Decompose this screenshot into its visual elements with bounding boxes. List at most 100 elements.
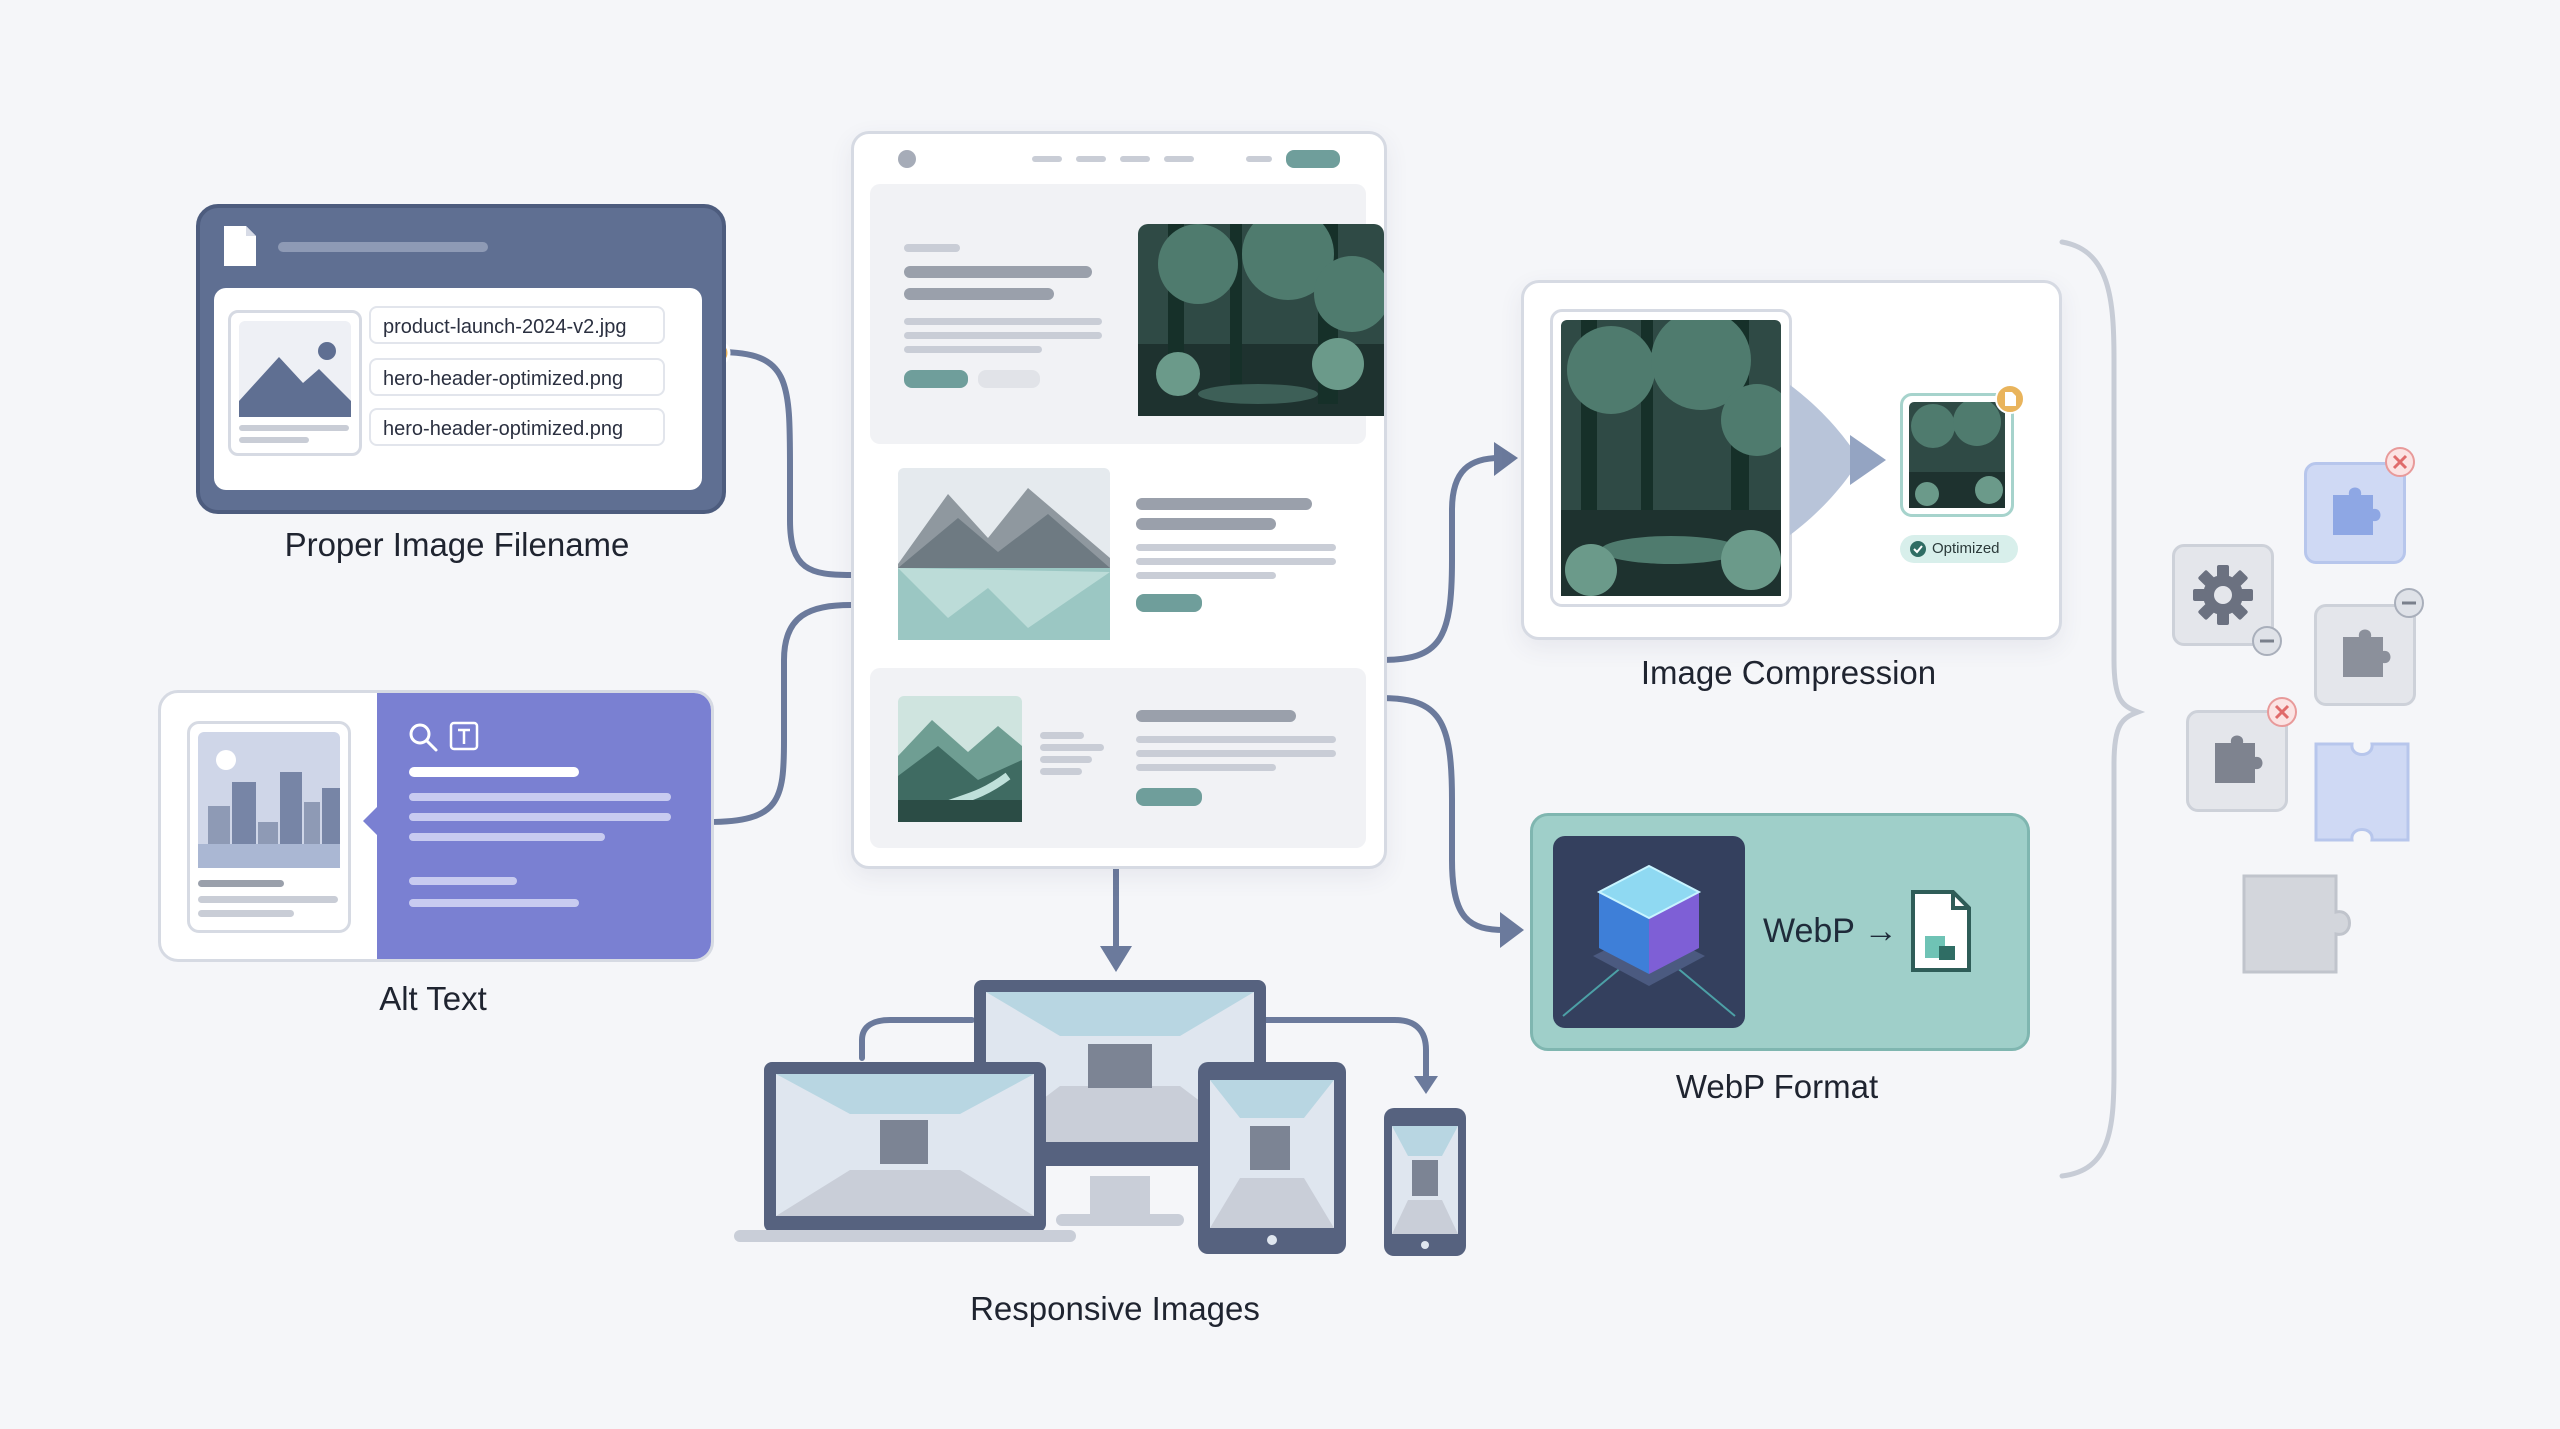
text-placeholder: [1136, 572, 1276, 579]
tablet-icon: [1198, 1062, 1346, 1254]
text-placeholder: [198, 880, 284, 887]
optimized-badge: Optimized: [1900, 535, 2018, 563]
forest-image: [1138, 224, 1384, 416]
file-image-icon: [1911, 890, 1971, 972]
check-circle-icon: [1910, 541, 1926, 557]
minus-badge-icon: [2394, 588, 2424, 618]
filename-caption: Proper Image Filename: [284, 526, 630, 563]
filename-chip: hero-header-optimized.png: [369, 358, 665, 396]
compression-card: Optimized: [1521, 280, 2062, 640]
phone-icon: [1384, 1108, 1466, 1256]
image-thumbnail: [228, 310, 362, 456]
responsive-caption: Responsive Images: [970, 1290, 1260, 1327]
forest-image-small: [1909, 402, 2005, 508]
minus-badge-icon: [2252, 626, 2282, 656]
text-placeholder: [198, 896, 338, 903]
remove-badge-icon: [2385, 447, 2415, 477]
nav-button: [1286, 150, 1340, 168]
content-section: [870, 668, 1366, 848]
heading-placeholder: [1136, 498, 1312, 510]
original-image-frame: [1550, 309, 1792, 607]
filename-card: product-launch-2024-v2.jpg hero-header-o…: [196, 204, 726, 514]
secondary-button: [978, 370, 1040, 388]
text-placeholder: [1040, 732, 1084, 739]
mountain-image: [898, 468, 1110, 640]
puzzle-piece-blue-icon: [2314, 742, 2410, 842]
heading-placeholder: [904, 288, 1054, 300]
text-placeholder: [409, 833, 605, 841]
text-placeholder: [198, 910, 294, 917]
document-icon: [224, 226, 256, 266]
city-image-icon: [198, 732, 340, 868]
puzzle-icon: [2215, 735, 2263, 783]
text-placeholder: [1136, 764, 1276, 771]
nav-placeholder: [1246, 156, 1272, 162]
heading-placeholder: [904, 266, 1092, 278]
nav-placeholder: [1076, 156, 1106, 162]
text-placeholder: [409, 877, 517, 885]
text-placeholder: [904, 346, 1042, 353]
title-bar-placeholder: [278, 242, 488, 252]
webp-caption: WebP Format: [1675, 1068, 1879, 1105]
hero-section: [870, 184, 1384, 444]
filename-chip: product-launch-2024-v2.jpg: [369, 306, 665, 344]
text-placeholder: [1040, 756, 1092, 763]
image-icon: [239, 321, 351, 417]
text-placeholder: [904, 244, 960, 252]
nav-placeholder: [1120, 156, 1150, 162]
text-placeholder: [409, 899, 579, 907]
text-placeholder: [1136, 736, 1336, 743]
plugin-icons: [2160, 440, 2440, 1000]
webp-label: WebP →: [1763, 912, 1898, 950]
file-badge-icon: [1995, 384, 2025, 414]
pointer-notch: [363, 805, 379, 837]
text-placeholder: [1136, 750, 1336, 757]
cta-button: [904, 370, 968, 388]
laptop-icon: [734, 1062, 1076, 1242]
nav-placeholder: [1032, 156, 1062, 162]
heading-placeholder: [1136, 710, 1296, 722]
caption-placeholder: [239, 437, 309, 443]
remove-badge-icon: [2267, 697, 2297, 727]
responsive-devices: [730, 976, 1470, 1276]
cta-button: [1136, 594, 1202, 612]
window-dot: [898, 150, 916, 168]
valley-image: [898, 696, 1022, 822]
puzzle-tile-blue: [2304, 462, 2406, 564]
cta-button: [1136, 788, 1202, 806]
alt-text-caption: Alt Text: [379, 980, 487, 1017]
gear-icon: [2193, 565, 2253, 625]
forest-image-large: [1561, 320, 1781, 596]
text-placeholder: [1040, 744, 1104, 751]
text-placeholder: [409, 793, 671, 801]
text-placeholder: [904, 332, 1102, 339]
webp-card: WebP →: [1530, 813, 2030, 1051]
search-icon: [409, 723, 438, 752]
puzzle-tile-grey: [2314, 604, 2416, 706]
compressed-image-frame: [1900, 393, 2014, 517]
text-placeholder: [1040, 768, 1082, 775]
gear-tile: [2172, 544, 2274, 646]
filename-chip: hero-header-optimized.png: [369, 408, 665, 446]
puzzle-icon: [2343, 629, 2391, 677]
compress-arrow: [1790, 385, 1886, 535]
puzzle-tile-grey: [2186, 710, 2288, 812]
filename-panel: product-launch-2024-v2.jpg hero-header-o…: [214, 288, 702, 490]
heading-placeholder: [1136, 518, 1276, 530]
text-placeholder: [409, 813, 671, 821]
image-preview: [187, 721, 351, 933]
nav-placeholder: [1164, 156, 1194, 162]
puzzle-piece-grey-icon: [2242, 874, 2351, 974]
alt-text-panel: [363, 693, 711, 959]
alt-text-card: [158, 690, 714, 962]
caption-placeholder: [239, 425, 349, 431]
webpage-mockup: [851, 131, 1387, 869]
text-placeholder: [1136, 544, 1336, 551]
text-placeholder: [1136, 558, 1336, 565]
compression-caption: Image Compression: [1640, 654, 1937, 691]
puzzle-icon: [2333, 487, 2381, 535]
text-placeholder: [409, 767, 579, 777]
text-placeholder: [904, 318, 1102, 325]
cube-icon: [1553, 836, 1745, 1028]
optimized-label: Optimized: [1932, 540, 2000, 557]
